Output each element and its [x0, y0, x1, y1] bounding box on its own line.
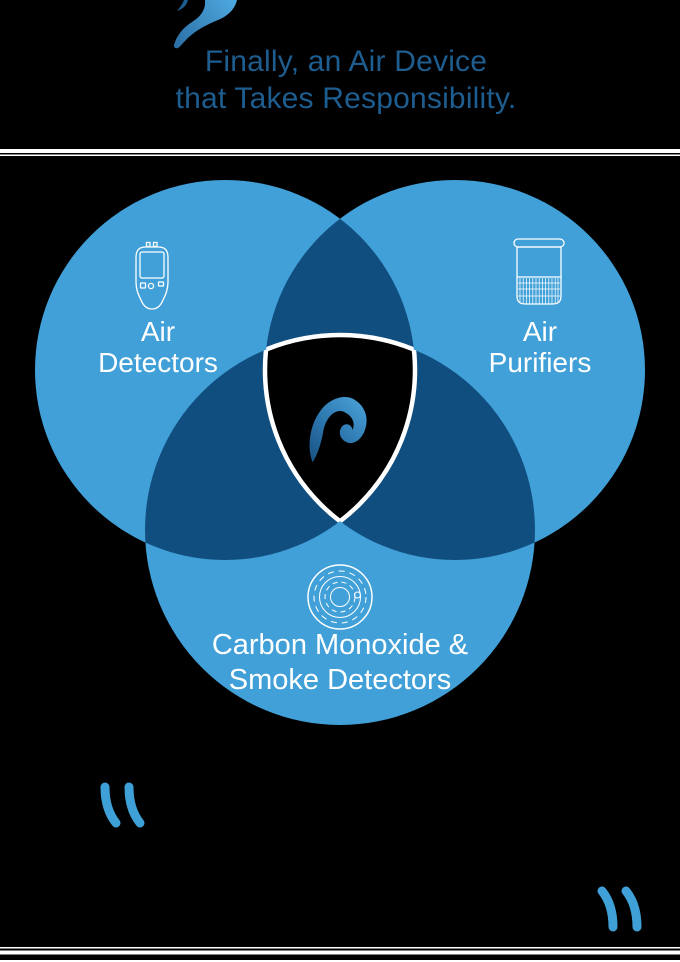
open-quote-icon: [100, 782, 145, 828]
air-detector-icon: [135, 241, 169, 310]
air-purifier-icon: [513, 238, 565, 305]
brand-swirl-icon-center: [309, 396, 367, 463]
bottom-separator-line: [0, 947, 680, 962]
top-separator-line: [0, 149, 680, 156]
brand-swirl-icon-top: [174, 0, 237, 49]
smoke-detector-icon: [307, 564, 373, 630]
close-quote-icon: [597, 886, 642, 932]
center-shield-right-edge: [265, 335, 418, 560]
center-shield-left-edge: [262, 335, 415, 560]
